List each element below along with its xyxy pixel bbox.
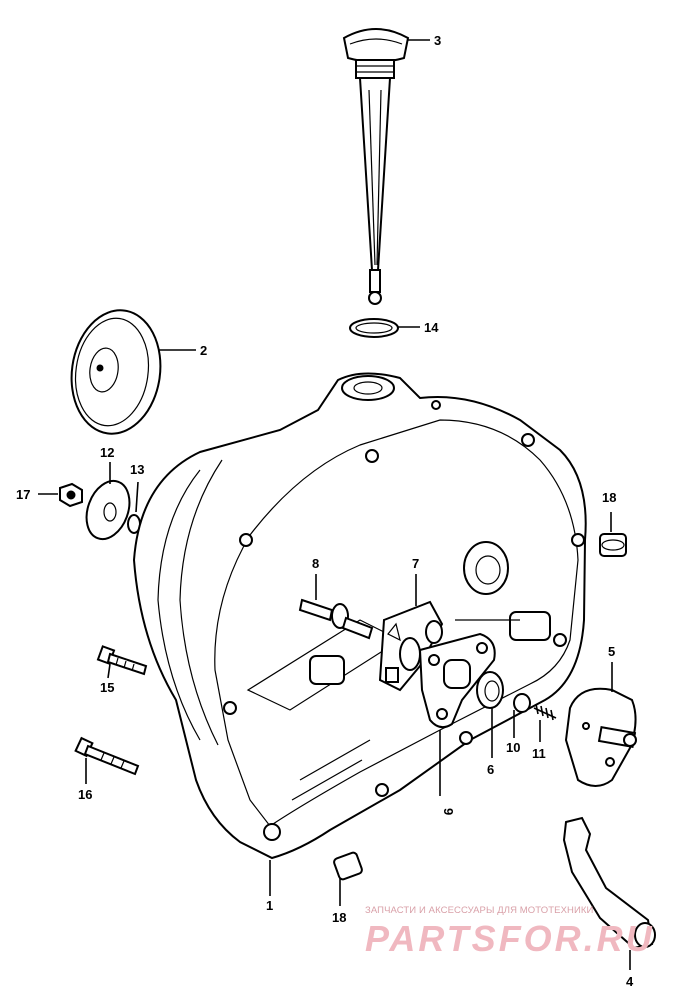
dowel-pin-part (599, 533, 627, 557)
crankcase-cover-part (132, 372, 587, 860)
bushing-part (513, 693, 531, 713)
shift-arm-part (564, 687, 637, 787)
dowel-pin-part-lower (333, 851, 363, 881)
watermark-tagline: ЗАПЧАСТИ И АКСЕССУАРЫ ДЛЯ МОТОТЕХНИКИ (365, 905, 594, 916)
callout-8: 8 (312, 556, 319, 571)
callout-11: 11 (532, 746, 546, 761)
callout-4: 4 (626, 974, 634, 989)
callout-3: 3 (434, 33, 441, 48)
callout-6: 6 (487, 762, 494, 777)
callout-17: 17 (16, 487, 30, 502)
callout-16: 16 (78, 787, 92, 802)
stud-bolt-part (298, 598, 374, 640)
o-ring-part (349, 318, 399, 338)
callout-12: 12 (100, 445, 114, 460)
callout-9: 9 (441, 808, 456, 815)
long-bolt-part (74, 736, 140, 776)
washer-plate-part (85, 479, 131, 541)
short-bolt-part (96, 645, 148, 676)
callout-7: 7 (412, 556, 419, 571)
callout-5: 5 (608, 644, 615, 659)
spring-part (533, 703, 557, 721)
leader-lines (38, 39, 631, 970)
callout-18-upper: 18 (602, 490, 616, 505)
cover-cap-part (70, 309, 162, 435)
callout-18-lower: 18 (332, 910, 346, 925)
oil-seal-part (476, 671, 504, 709)
nut-part (59, 482, 83, 508)
watermark: ЗАПЧАСТИ И АКСЕССУАРЫ ДЛЯ МОТОТЕХНИКИ PA… (365, 905, 665, 965)
lever-part (378, 600, 444, 692)
pedal-part (562, 816, 656, 950)
gasket-plate-part (418, 632, 496, 729)
callout-15: 15 (100, 680, 114, 695)
callout-14: 14 (424, 320, 439, 335)
callout-2: 2 (200, 343, 207, 358)
dipstick-part (342, 28, 410, 305)
callout-10: 10 (506, 740, 520, 755)
callout-13: 13 (130, 462, 144, 477)
watermark-logo: PARTSFOR.RU (365, 918, 655, 959)
callout-1: 1 (266, 898, 273, 913)
